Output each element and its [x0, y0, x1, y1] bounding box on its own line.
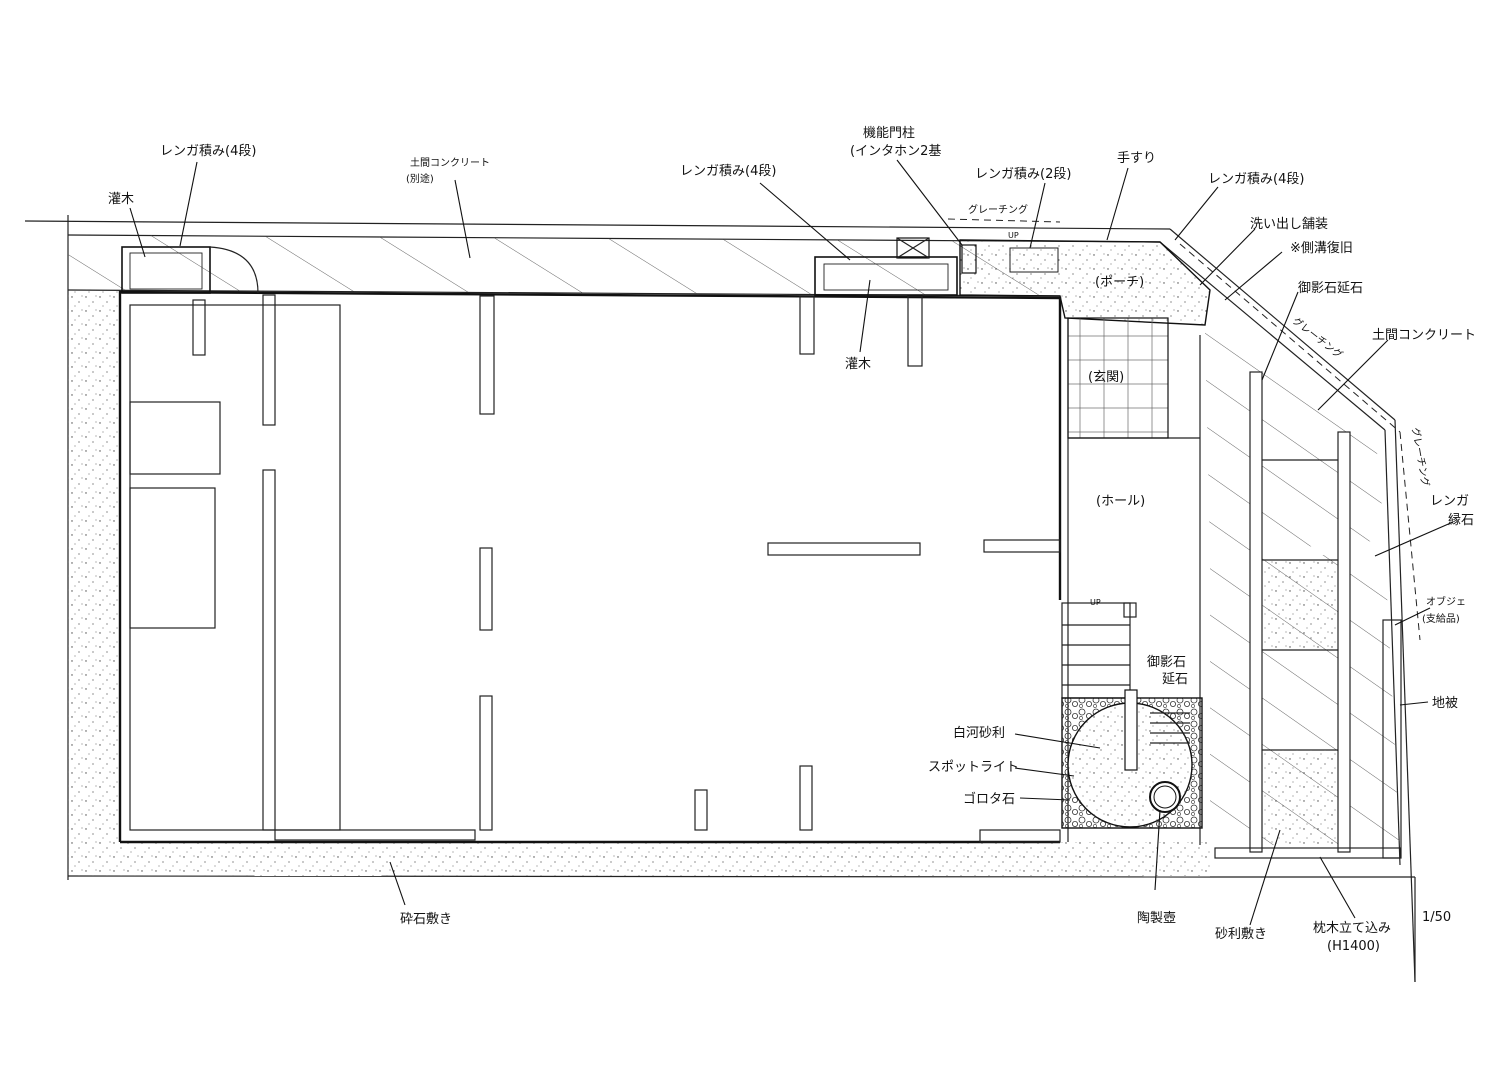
label-renga-4-mid: レンガ積み(4段) — [680, 164, 776, 179]
label-gate-pillar: 機能門柱 — [863, 126, 915, 141]
label-gorota-stone: ゴロタ石 — [963, 791, 1015, 807]
label-gutter-restore: ※側溝復旧 — [1290, 240, 1353, 256]
label-shirakawa-gravel: 白河砂利 — [953, 725, 1005, 741]
label-granite-curb: 御影石延石 — [1298, 281, 1363, 296]
label-washed-paving: 洗い出し舗装 — [1250, 217, 1328, 232]
staircase — [1061, 602, 1137, 699]
label-renga-4-right: レンガ積み(4段) — [1208, 172, 1304, 187]
label-doma-separate: (別途) — [406, 172, 434, 185]
right-garden — [1214, 371, 1402, 859]
label-grating-top: グレーチング — [968, 203, 1028, 216]
label-entrance: (玄関) — [1088, 370, 1124, 385]
label-sleeper-2: (H1400) — [1327, 939, 1380, 954]
label-granite-2: 延石 — [1162, 672, 1188, 687]
label-doma-concrete: 土間コンクリート — [410, 156, 490, 169]
label-granite-1: 御影石 — [1147, 655, 1186, 670]
label-porch: (ポーチ) — [1095, 275, 1144, 290]
building-outline — [118, 290, 1201, 845]
grating-lines — [947, 218, 1421, 641]
label-ceramic-pot: 陶製壺 — [1137, 910, 1176, 926]
planter-left — [121, 246, 259, 294]
label-crushed-stone: 砕石敷き — [400, 912, 452, 927]
label-doma-concrete-right: 土間コンクリート — [1372, 328, 1476, 343]
interior-walls — [129, 294, 1061, 843]
annotations: レンガ積み(4段) 灌木 土間コンクリート (別途) レンガ積み(4段) 機能門… — [108, 126, 1476, 954]
entrance-tiles — [1067, 317, 1169, 439]
doma-concrete-right — [1205, 330, 1385, 555]
label-renga-2: レンガ積み(2段) — [975, 167, 1071, 182]
crushed-stone-area — [68, 290, 1210, 876]
label-gravel: 砂利敷き — [1215, 927, 1267, 942]
label-renga-edge-1: レンガ — [1430, 494, 1469, 509]
label-sleeper-1: 枕木立て込み — [1313, 921, 1391, 936]
label-scale: 1/50 — [1422, 910, 1451, 925]
label-renga-4-left: レンガ積み(4段) — [160, 144, 256, 159]
label-grating-diag2: グレーチング — [1409, 426, 1432, 487]
label-hall: (ホール) — [1096, 494, 1145, 509]
label-ground-cover: 地被 — [1432, 696, 1458, 711]
planter-mid — [814, 237, 958, 296]
doma-concrete-strip — [68, 235, 1060, 295]
leader-lines — [129, 159, 1454, 926]
label-spotlight: スポットライト — [928, 760, 1019, 775]
label-gate-pillar-sub: (インタホン2基 — [850, 144, 941, 159]
label-shrub-mid: 灌木 — [845, 357, 871, 372]
label-up-porch: UP — [1008, 231, 1019, 240]
label-shrub-left: 灌木 — [108, 192, 134, 207]
stone-garden — [1061, 689, 1203, 829]
label-objet-1: オブジェ — [1426, 595, 1466, 608]
label-objet-2: (支給品) — [1422, 612, 1460, 625]
label-handrail: 手すり — [1117, 151, 1156, 166]
label-up-stair: UP — [1090, 598, 1101, 607]
label-renga-edge-2: 縁石 — [1448, 512, 1474, 528]
